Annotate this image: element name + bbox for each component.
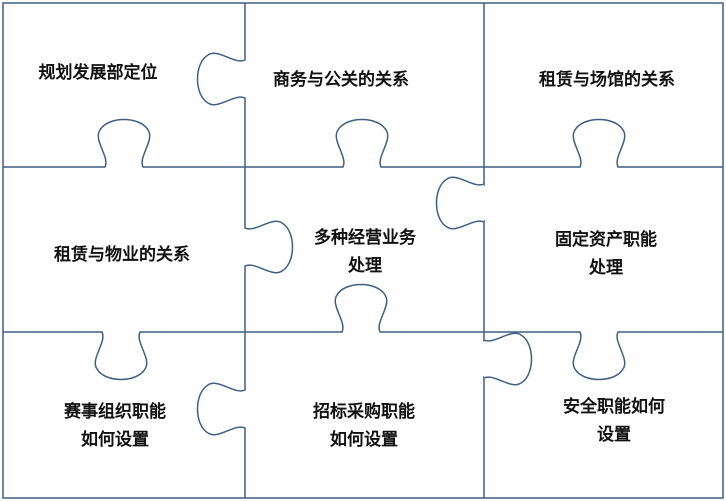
piece-label-procurement: 招标采购职能 如何设置 <box>313 398 415 454</box>
piece-label-line: 租赁与场馆的关系 <box>539 70 675 90</box>
piece-label-line: 处理 <box>348 256 382 276</box>
piece-label-business-pr: 商务与公关的关系 <box>273 66 409 94</box>
piece-label-line: 商务与公关的关系 <box>273 70 409 90</box>
piece-label-security: 安全职能如何 设置 <box>563 393 665 449</box>
piece-label-line: 处理 <box>589 258 623 278</box>
tab-col-2-row-2 <box>435 176 485 230</box>
piece-label-event-organization: 赛事组织职能 如何设置 <box>64 398 166 454</box>
piece-label-leasing-venue: 租赁与场馆的关系 <box>539 66 675 94</box>
piece-label-line: 安全职能如何 <box>563 397 665 417</box>
piece-label-diversified-business: 多种经营业务 处理 <box>314 224 416 280</box>
piece-label-line: 规划发展部定位 <box>38 63 158 83</box>
cut-line-col-1 <box>196 3 294 498</box>
piece-label-line: 多种经营业务 <box>314 228 416 248</box>
piece-label-line: 固定资产职能 <box>555 230 657 250</box>
piece-label-line: 设置 <box>597 425 631 445</box>
piece-label-strategic-positioning: 规划发展部定位 <box>39 59 158 87</box>
piece-label-line: 如何设置 <box>330 430 398 450</box>
piece-label-line: 招标采购职能 <box>313 402 415 422</box>
piece-label-leasing-property: 租赁与物业的关系 <box>54 241 190 269</box>
cut-line-row-2 <box>3 283 723 381</box>
tab-col-2-row-3 <box>483 332 533 386</box>
piece-label-line: 如何设置 <box>81 430 149 450</box>
piece-label-line: 租赁与物业的关系 <box>54 245 190 265</box>
piece-label-line: 赛事组织职能 <box>64 402 166 422</box>
cut-line-row-1 <box>3 118 723 168</box>
piece-label-fixed-assets: 固定资产职能 处理 <box>555 226 657 282</box>
